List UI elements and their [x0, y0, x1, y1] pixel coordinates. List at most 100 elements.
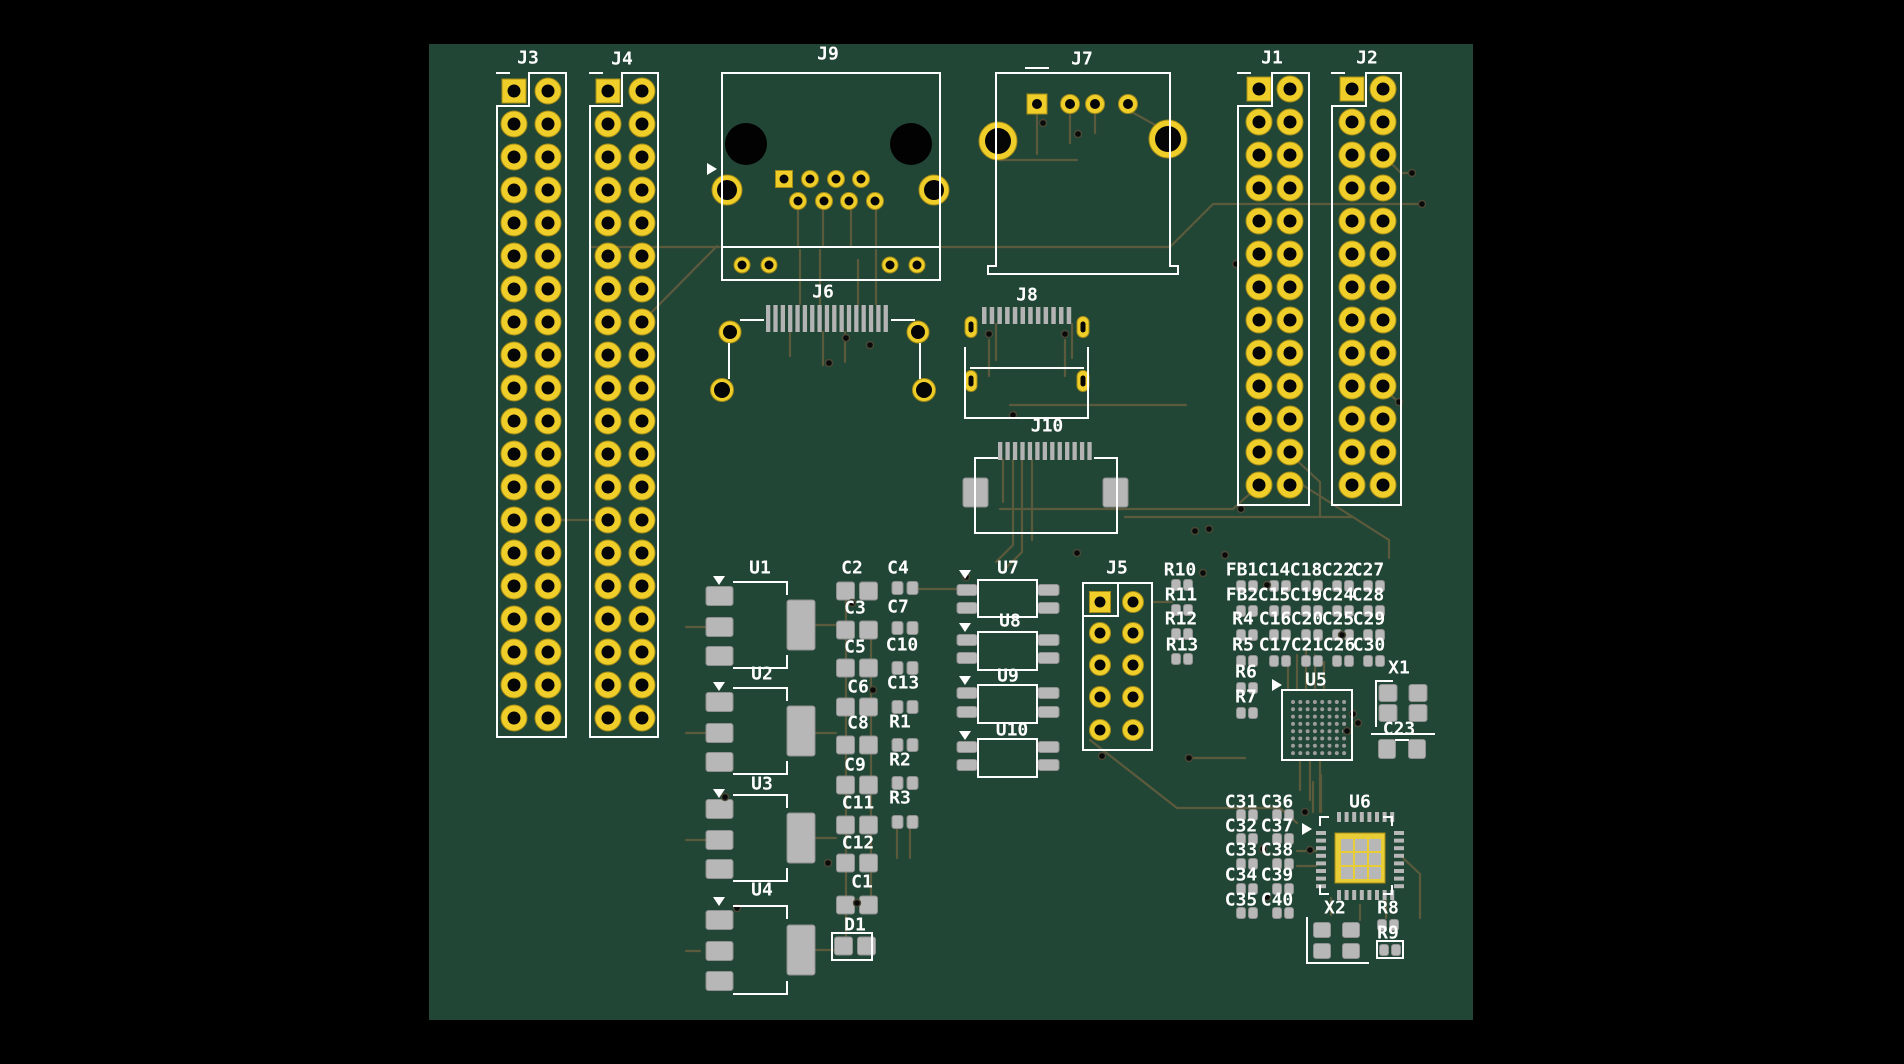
silkscreen-line — [977, 738, 1038, 778]
component-J2[interactable] — [1338, 75, 1397, 499]
component-R10[interactable] — [1171, 579, 1193, 591]
component-C31[interactable] — [1236, 809, 1258, 821]
component-C9[interactable] — [836, 775, 878, 795]
refdes-FB1: FB1 — [1226, 560, 1259, 581]
component-R9[interactable] — [1379, 944, 1401, 956]
component-C15[interactable] — [1269, 605, 1291, 617]
component-X1[interactable] — [1378, 684, 1428, 722]
component-R5[interactable] — [1236, 655, 1258, 667]
component-R7[interactable] — [1236, 707, 1258, 719]
smd-pad — [1037, 687, 1060, 699]
component-U10[interactable] — [956, 741, 1060, 771]
component-X2[interactable] — [1313, 922, 1360, 959]
component-C19[interactable] — [1301, 605, 1323, 617]
component-U4[interactable] — [705, 910, 816, 991]
smd-pad — [834, 936, 853, 956]
component-C32[interactable] — [1236, 833, 1258, 845]
smd-pad — [1284, 858, 1294, 870]
component-C10[interactable] — [891, 661, 919, 675]
smd-pad — [1248, 629, 1258, 641]
component-C21[interactable] — [1301, 655, 1323, 667]
component-C14[interactable] — [1269, 580, 1291, 592]
component-C22[interactable] — [1332, 580, 1354, 592]
drill-hole — [1376, 346, 1390, 360]
component-U2[interactable] — [705, 692, 816, 772]
component-C37[interactable] — [1272, 833, 1294, 845]
component-C36[interactable] — [1272, 809, 1294, 821]
component-C16[interactable] — [1269, 629, 1291, 641]
component-C29[interactable] — [1363, 629, 1385, 641]
component-C23[interactable] — [1378, 739, 1426, 759]
via — [1190, 526, 1200, 536]
qfn-pin-pad — [1316, 876, 1326, 881]
component-R1[interactable] — [891, 738, 919, 752]
drill-hole — [1283, 148, 1297, 162]
component-R12[interactable] — [1171, 628, 1193, 640]
component-FB1[interactable] — [1236, 580, 1258, 592]
component-J3[interactable] — [500, 77, 562, 732]
drill-hole — [507, 414, 521, 428]
component-J7[interactable] — [978, 93, 1188, 161]
component-C8[interactable] — [836, 735, 878, 755]
component-R4[interactable] — [1236, 629, 1258, 641]
smd-pad — [786, 924, 816, 976]
component-J5[interactable] — [1089, 591, 1144, 741]
component-R11[interactable] — [1171, 604, 1193, 616]
smd-pad — [891, 738, 904, 752]
component-C4[interactable] — [891, 581, 919, 595]
component-C7[interactable] — [891, 621, 919, 635]
bga-ball — [1291, 751, 1295, 756]
component-C35[interactable] — [1236, 907, 1258, 919]
component-C30[interactable] — [1363, 655, 1385, 667]
thermal-via-pad — [1341, 839, 1353, 851]
component-C6[interactable] — [836, 697, 878, 717]
component-C17[interactable] — [1269, 655, 1291, 667]
trace — [1288, 452, 1322, 519]
component-C13[interactable] — [891, 700, 919, 714]
bga-ball — [1291, 743, 1295, 748]
component-C39[interactable] — [1272, 883, 1294, 895]
component-C18[interactable] — [1301, 580, 1323, 592]
component-C28[interactable] — [1363, 605, 1385, 617]
component-C20[interactable] — [1301, 629, 1323, 641]
component-C11[interactable] — [836, 815, 878, 835]
component-C2[interactable] — [836, 581, 878, 601]
via — [1198, 568, 1208, 578]
component-C33[interactable] — [1236, 858, 1258, 870]
component-C5[interactable] — [836, 658, 878, 678]
component-R6[interactable] — [1236, 682, 1258, 694]
drill-hole — [541, 348, 555, 362]
connector-finger-pad — [1012, 442, 1018, 460]
component-J9[interactable] — [711, 123, 950, 274]
component-J6[interactable] — [710, 305, 936, 402]
component-J8[interactable] — [964, 307, 1090, 392]
component-R3[interactable] — [891, 815, 919, 829]
refdes-C31: C31 — [1225, 792, 1258, 813]
refdes-C12: C12 — [842, 833, 875, 854]
drill-hole — [1345, 214, 1359, 228]
component-C34[interactable] — [1236, 883, 1258, 895]
component-J1[interactable] — [1245, 75, 1304, 499]
component-C3[interactable] — [836, 620, 878, 640]
smd-pad — [1236, 833, 1246, 845]
component-U1[interactable] — [705, 586, 816, 666]
component-J4[interactable] — [594, 77, 656, 732]
refdes-C18: C18 — [1290, 560, 1323, 581]
component-C27[interactable] — [1363, 580, 1385, 592]
component-FB2[interactable] — [1236, 605, 1258, 617]
component-C38[interactable] — [1272, 858, 1294, 870]
component-U7[interactable] — [956, 584, 1060, 614]
component-C40[interactable] — [1272, 907, 1294, 919]
component-R13[interactable] — [1171, 653, 1193, 665]
qfn-pin-pad — [1359, 890, 1364, 900]
component-U3[interactable] — [705, 799, 816, 879]
component-C24[interactable] — [1332, 605, 1354, 617]
component-C12[interactable] — [836, 853, 878, 873]
component-R2[interactable] — [891, 776, 919, 790]
component-C26[interactable] — [1332, 655, 1354, 667]
component-R8[interactable] — [1377, 919, 1399, 931]
component-U5[interactable] — [1291, 700, 1347, 756]
connector-finger-pad — [1035, 442, 1040, 460]
component-J10[interactable] — [962, 442, 1129, 508]
